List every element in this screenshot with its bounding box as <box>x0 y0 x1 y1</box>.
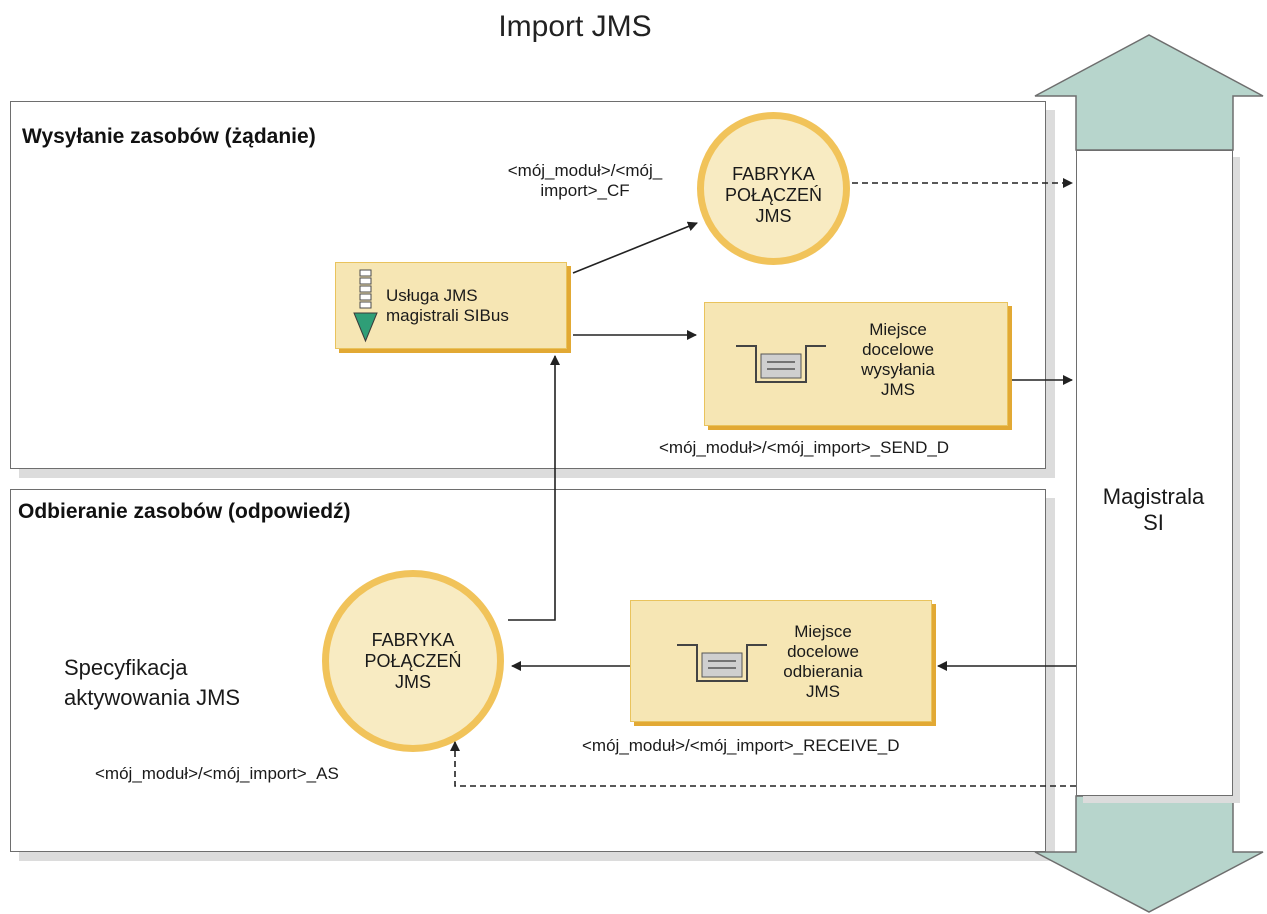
receive-connection-factory-circle <box>322 570 504 752</box>
sibus-jms-service-label: Usługa JMS magistrali SIBus <box>386 286 509 325</box>
send-panel-title: Wysyłanie zasobów (żądanie) <box>22 125 316 148</box>
bus-arrow-up-icon <box>1034 34 1264 151</box>
si-bus-label: Magistrala SI <box>1102 484 1205 535</box>
send-destination-label: Miejsce docelowe wysyłania JMS <box>861 320 935 399</box>
receive-destination-box <box>630 600 932 722</box>
bus-arrow-down-icon <box>1034 795 1264 913</box>
receive-cf-to-service-arrow <box>508 355 560 621</box>
send-connection-factory-circle <box>697 112 850 265</box>
send-cf-jndi-label: <mój_moduł>/<mój_ import>_CF <box>507 161 663 200</box>
receive-connection-factory-label: FABRYKA POŁĄCZEŃ JMS <box>364 630 462 692</box>
sibus-jms-service-box <box>335 262 567 349</box>
send-connection-factory-label: FABRYKA POŁĄCZEŃ JMS <box>724 164 823 226</box>
receive-destination-jndi-label: <mój_moduł>/<mój_import>_RECEIVE_D <box>582 736 900 755</box>
send-destination-jndi-label: <mój_moduł>/<mój_import>_SEND_D <box>659 438 950 457</box>
receive-destination-label: Miejsce docelowe odbierania JMS <box>783 622 863 701</box>
activation-spec-label: Specyfikacja aktywowania JMS <box>64 655 241 710</box>
queue-icon <box>677 644 767 682</box>
si-bus-column <box>1076 150 1233 796</box>
queue-icon <box>736 345 826 383</box>
receive-panel-title: Odbieranie zasobów (odpowiedź) <box>18 500 351 523</box>
download-icon <box>353 269 378 343</box>
diagram-title: Import JMS <box>498 10 652 43</box>
service-to-cf-arrow <box>572 221 698 274</box>
send-destination-box <box>704 302 1008 426</box>
bus-to-activation-spec-arrow <box>450 741 1076 787</box>
activation-spec-jndi-label: <mój_moduł>/<mój_import>_AS <box>95 764 339 783</box>
